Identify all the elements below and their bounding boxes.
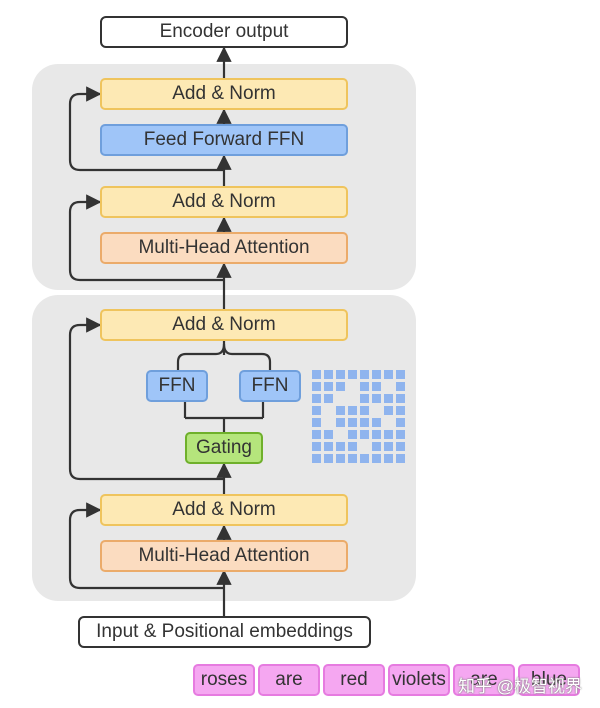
expert-grid-icon (312, 370, 408, 466)
add-norm-upper-mid: Add & Norm (100, 186, 348, 218)
gating-box: Gating (185, 432, 263, 464)
expert-grid-cell (348, 418, 357, 427)
token-2: are (258, 664, 320, 696)
expert-grid-cell (384, 454, 393, 463)
token-5: are (453, 664, 515, 696)
expert-grid-cell (348, 454, 357, 463)
expert-grid-cell (360, 382, 369, 391)
expert-grid-cell (360, 406, 369, 415)
expert-grid-cell (360, 430, 369, 439)
token-6: blue (518, 664, 580, 696)
expert-grid-cell (324, 370, 333, 379)
expert-grid-cell (384, 394, 393, 403)
multi-head-attention-lower: Multi-Head Attention (100, 540, 348, 572)
expert-grid-cell (372, 370, 381, 379)
add-norm-upper-top: Add & Norm (100, 78, 348, 110)
residual-3 (68, 194, 224, 282)
expert-grid-cell (384, 430, 393, 439)
expert-grid-cell (372, 394, 381, 403)
expert-grid-cell (396, 370, 405, 379)
expert-grid-cell (324, 394, 333, 403)
expert-grid-cell (324, 454, 333, 463)
expert-grid-cell (348, 442, 357, 451)
residual-4 (68, 86, 224, 172)
expert-grid-cell (396, 454, 405, 463)
watermark-text: 知乎 @极智视界 (458, 677, 582, 696)
residual-2 (68, 317, 224, 481)
expert-grid-cell (348, 406, 357, 415)
multi-head-attention-upper: Multi-Head Attention (100, 232, 348, 264)
expert-grid-cell (396, 382, 405, 391)
ffn-expert-1: FFN (146, 370, 208, 402)
token-3: red (323, 664, 385, 696)
expert-grid-cell (396, 430, 405, 439)
expert-grid-cell (312, 382, 321, 391)
expert-grid-cell (396, 394, 405, 403)
expert-grid-cell (336, 418, 345, 427)
expert-grid-cell (360, 454, 369, 463)
expert-grid-cell (336, 382, 345, 391)
expert-grid-cell (312, 418, 321, 427)
expert-grid-cell (360, 418, 369, 427)
expert-grid-cell (336, 442, 345, 451)
add-norm-lower-top: Add & Norm (100, 309, 348, 341)
expert-grid-cell (384, 406, 393, 415)
expert-grid-cell (384, 442, 393, 451)
expert-grid-cell (324, 382, 333, 391)
add-norm-lower-bottom: Add & Norm (100, 494, 348, 526)
expert-grid-cell (348, 430, 357, 439)
feed-forward-ffn: Feed Forward FFN (100, 124, 348, 156)
expert-grid-cell (360, 370, 369, 379)
expert-grid-cell (312, 442, 321, 451)
expert-grid-cell (312, 394, 321, 403)
expert-grid-cell (336, 370, 345, 379)
expert-grid-cell (372, 442, 381, 451)
expert-grid-cell (336, 454, 345, 463)
expert-grid-cell (312, 406, 321, 415)
expert-grid-cell (372, 454, 381, 463)
expert-grid-cell (312, 454, 321, 463)
expert-grid-cell (372, 430, 381, 439)
expert-grid-cell (336, 406, 345, 415)
expert-grid-cell (396, 406, 405, 415)
residual-1 (68, 502, 224, 590)
ffn-expert-2: FFN (239, 370, 301, 402)
expert-grid-cell (324, 430, 333, 439)
expert-merge (176, 343, 272, 370)
expert-grid-cell (372, 418, 381, 427)
expert-grid-cell (360, 394, 369, 403)
encoder-output-box: Encoder output (100, 16, 348, 48)
expert-grid-cell (312, 430, 321, 439)
token-1: roses (193, 664, 255, 696)
expert-grid-cell (348, 370, 357, 379)
expert-grid-cell (324, 442, 333, 451)
gating-branch (183, 402, 265, 432)
expert-grid-cell (396, 418, 405, 427)
expert-grid-cell (384, 370, 393, 379)
token-4: violets (388, 664, 450, 696)
expert-grid-cell (396, 442, 405, 451)
expert-grid-cell (312, 370, 321, 379)
input-embeddings-box: Input & Positional embeddings (78, 616, 371, 648)
expert-grid-cell (372, 382, 381, 391)
